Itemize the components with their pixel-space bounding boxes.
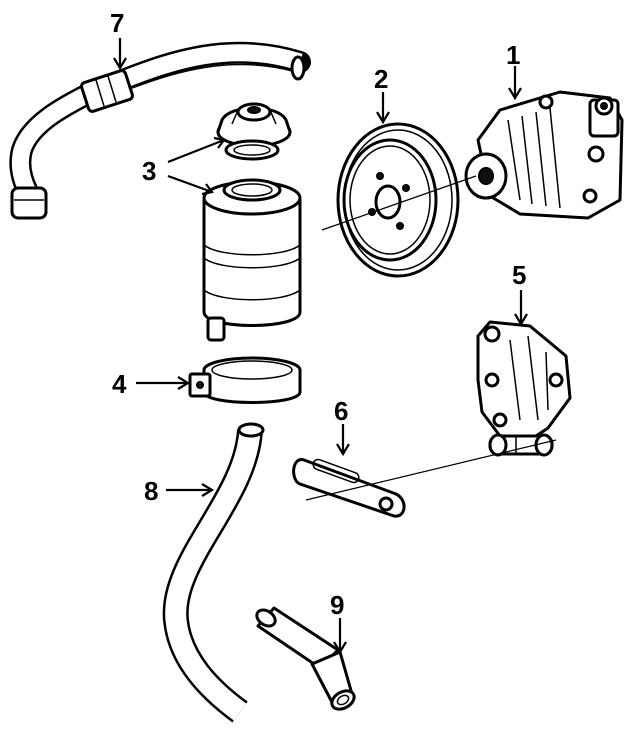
callout-6: 6 [334,396,348,426]
fluid-reservoir [202,178,302,342]
pump-bracket [476,320,572,457]
pulley [336,122,460,278]
reservoir-clamp [188,356,302,404]
leader-lines [305,175,557,501]
callout-1: 1 [506,40,520,70]
callout-9: 9 [330,590,344,620]
callout-4: 4 [112,369,127,399]
callout-arrows [113,38,528,655]
adjusting-strap [292,458,406,518]
pressure-hose [9,41,311,220]
callout-8: 8 [144,476,158,506]
power-steering-pump [464,90,624,220]
reservoir-cap [216,102,292,161]
hose-fitting [255,606,356,711]
return-hose [162,422,265,723]
callout-3: 3 [142,156,156,186]
callout-5: 5 [512,260,526,290]
callout-7: 7 [110,8,124,38]
callout-2: 2 [374,64,388,94]
